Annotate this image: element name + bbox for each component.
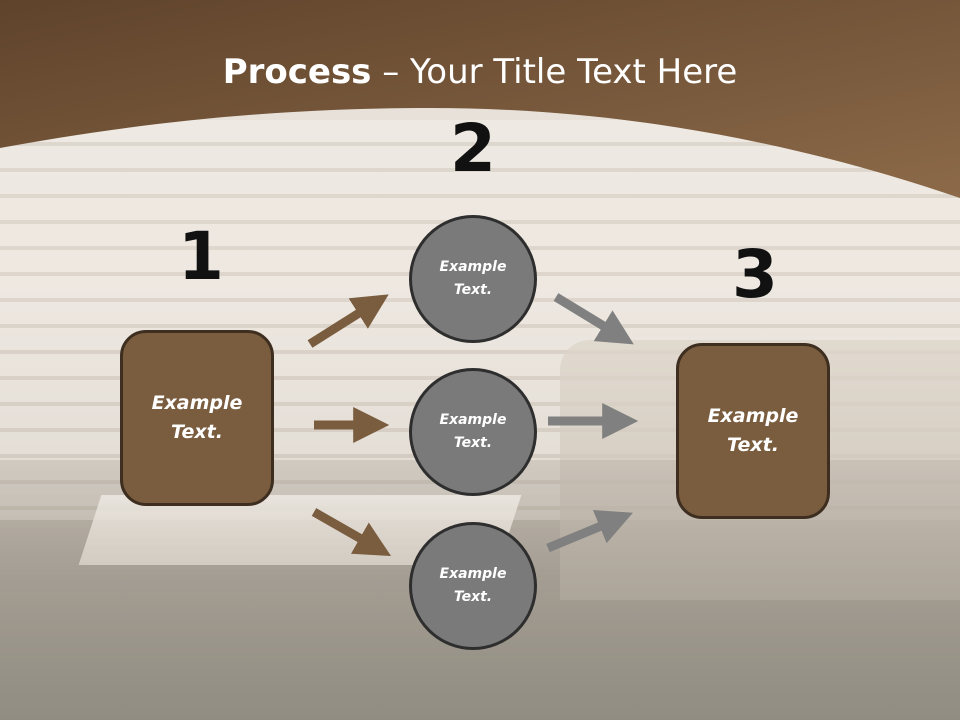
- process-circle-middle-label: Example Text.: [439, 412, 507, 451]
- process-circle-bottom-label: Example Text.: [439, 566, 507, 605]
- process-circle-bottom[interactable]: Example Text.: [409, 522, 537, 650]
- title-bold: Process: [222, 52, 372, 92]
- step-number-1: 1: [178, 218, 224, 295]
- process-box-left-label: Example Text.: [151, 392, 243, 443]
- process-box-left[interactable]: Example Text.: [120, 330, 274, 506]
- arrow-bottom-to-right: [546, 509, 633, 553]
- header-band: [0, 0, 960, 198]
- step-number-3: 3: [732, 236, 778, 313]
- process-circle-top[interactable]: Example Text.: [409, 215, 537, 343]
- step-number-2: 2: [450, 110, 496, 187]
- title-rest: – Your Title Text Here: [371, 52, 738, 92]
- process-box-right[interactable]: Example Text.: [676, 343, 830, 519]
- process-box-right-label: Example Text.: [707, 405, 799, 456]
- process-circle-middle[interactable]: Example Text.: [409, 368, 537, 496]
- arrow-left-to-top: [307, 294, 389, 348]
- arrow-top-to-right: [553, 293, 634, 345]
- slide-title: Process – Your Title Text Here: [0, 52, 960, 92]
- process-circle-top-label: Example Text.: [439, 259, 507, 298]
- arrow-left-to-bottom: [311, 508, 392, 557]
